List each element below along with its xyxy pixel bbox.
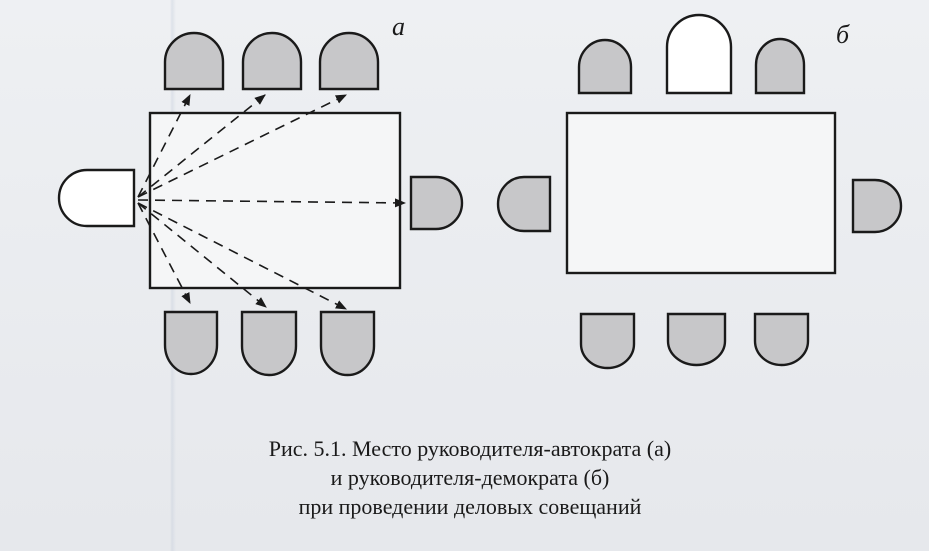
arrow-a-top-1 xyxy=(137,94,191,198)
panel-b: б xyxy=(496,13,903,370)
figure-caption: Рис. 5.1. Место руководителя-автократа (… xyxy=(150,434,790,521)
arrow-a-bottom-1 xyxy=(137,202,191,304)
table-b xyxy=(565,111,837,275)
panel-a: а xyxy=(57,12,464,377)
arrow-a-bottom-2 xyxy=(137,202,267,308)
table-a xyxy=(148,111,402,290)
seat-a-bottom-2 xyxy=(240,310,298,377)
arrow-a-bottom-3 xyxy=(137,202,347,310)
seat-b-bottom-3 xyxy=(753,312,810,367)
caption-line-1: Рис. 5.1. Место руководителя-автократа (… xyxy=(268,436,672,461)
panel-a-label: а xyxy=(392,12,405,41)
seat-a-bottom-1 xyxy=(163,310,219,376)
seat-a-leader xyxy=(57,168,136,228)
seat-b-top-3 xyxy=(754,37,806,95)
arrow-a-right xyxy=(137,198,407,208)
seat-a-bottom-3 xyxy=(319,310,376,377)
seat-b-leader xyxy=(665,13,733,95)
seat-b-bottom-1 xyxy=(579,312,636,370)
seat-b-left xyxy=(496,175,552,233)
seat-a-top-1 xyxy=(163,31,225,91)
seat-b-top-1 xyxy=(577,38,633,95)
caption-line-2: и руководителя-демократа (б) xyxy=(330,465,610,490)
caption-line-3: при проведении деловых совещаний xyxy=(298,494,642,519)
seat-a-right xyxy=(409,175,464,231)
seat-b-bottom-2 xyxy=(666,312,727,367)
arrow-a-top-3 xyxy=(137,94,348,198)
seat-a-top-3 xyxy=(318,31,380,91)
seat-b-right xyxy=(851,178,903,234)
panel-b-label: б xyxy=(836,20,850,49)
seat-a-top-2 xyxy=(241,31,303,91)
